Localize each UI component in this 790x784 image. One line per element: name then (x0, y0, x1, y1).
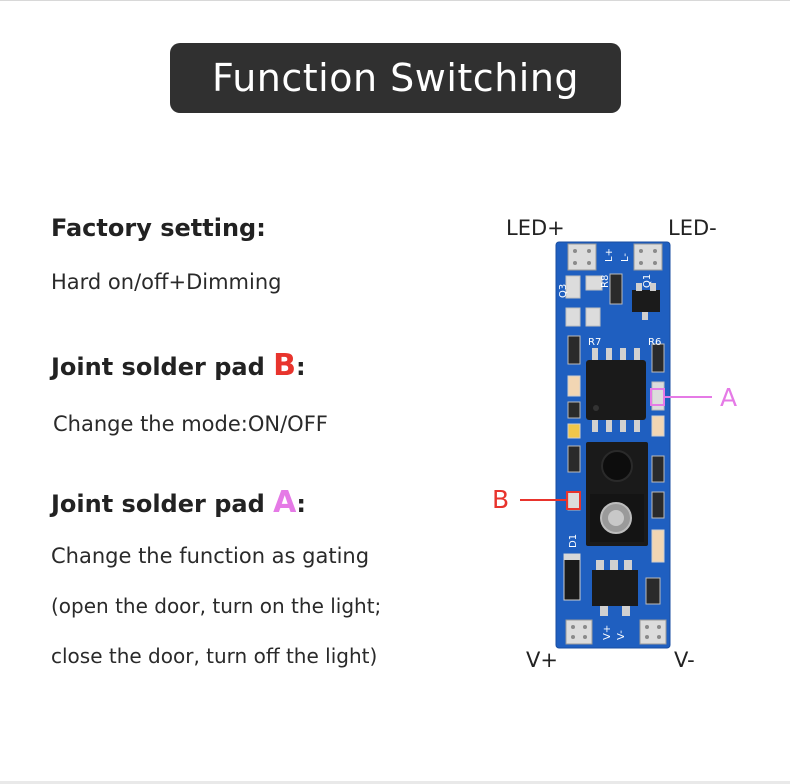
resistor-right-2 (651, 455, 665, 483)
d1-diode (563, 553, 581, 601)
factory-setting-text: Hard on/off+Dimming (51, 270, 282, 294)
callout-b-label: B (492, 485, 510, 514)
pad-a-text-line-2: (open the door, turn on the light; (51, 594, 382, 618)
v-plus-label: V+ (526, 648, 558, 672)
q3-component (565, 275, 581, 299)
v-minus-pad (639, 619, 667, 645)
v-plus-pad (565, 619, 593, 645)
pad-left-2 (565, 307, 581, 327)
led-plus-pad (567, 243, 597, 271)
pad-small (585, 275, 603, 291)
resistor-left-2 (567, 401, 581, 419)
factory-setting-heading: Factory setting: (51, 214, 266, 242)
pad-a-text-line-3: close the door, turn off the light) (51, 644, 378, 668)
capacitor-right (651, 415, 665, 437)
led-plus-label: LED+ (506, 216, 565, 240)
pad-b-text: Change the mode:ON/OFF (53, 412, 328, 436)
title-banner: Function Switching (170, 43, 621, 113)
capacitor-left (567, 375, 581, 397)
top-divider (0, 0, 790, 1)
solder-pad-b (567, 491, 581, 511)
resistor-left-3 (567, 445, 581, 473)
silk-v-plus: V+ (602, 625, 613, 640)
pad-a-heading-prefix: Joint solder pad (51, 490, 274, 518)
capacitor-right-2 (651, 529, 665, 563)
silk-v-minus: V- (616, 630, 627, 640)
led-minus-pad (633, 243, 663, 271)
pad-a-text-line-1: Change the function as gating (51, 544, 370, 568)
silk-l-plus: L+ (604, 248, 615, 262)
pad-left-3 (585, 307, 601, 327)
r6-resistor (651, 343, 665, 373)
ir-sensor (586, 442, 648, 546)
resistor-right-3 (651, 491, 665, 519)
ic-chip (586, 348, 646, 432)
led-indicator (567, 423, 581, 439)
led-minus-label: LED- (668, 216, 717, 240)
silk-r6: R6 (648, 337, 661, 348)
r7-resistor (567, 335, 581, 365)
silk-q1: Q1 (642, 274, 653, 288)
pad-b-letter: B (273, 348, 296, 383)
pad-b-heading-prefix: Joint solder pad (51, 353, 274, 381)
v-minus-label: V- (674, 648, 695, 672)
silk-l-minus: L- (620, 253, 631, 262)
page-title: Function Switching (211, 56, 580, 100)
r8-resistor (609, 273, 623, 305)
silk-q3: Q3 (558, 284, 569, 298)
bottom-divider (0, 781, 790, 784)
pad-b-heading-suffix: : (296, 353, 306, 381)
silk-r7: R7 (588, 337, 601, 348)
resistor-bottom (645, 577, 661, 605)
pad-a-heading: Joint solder pad A: (51, 485, 306, 520)
pad-a-heading-suffix: : (296, 490, 306, 518)
callout-a-label: A (720, 383, 738, 412)
pad-a-letter: A (273, 485, 297, 520)
voltage-regulator (592, 560, 638, 616)
pad-b-heading: Joint solder pad B: (51, 348, 306, 383)
q1-transistor (632, 290, 660, 312)
silk-r8: R8 (600, 275, 611, 288)
silk-d1: D1 (568, 534, 579, 548)
